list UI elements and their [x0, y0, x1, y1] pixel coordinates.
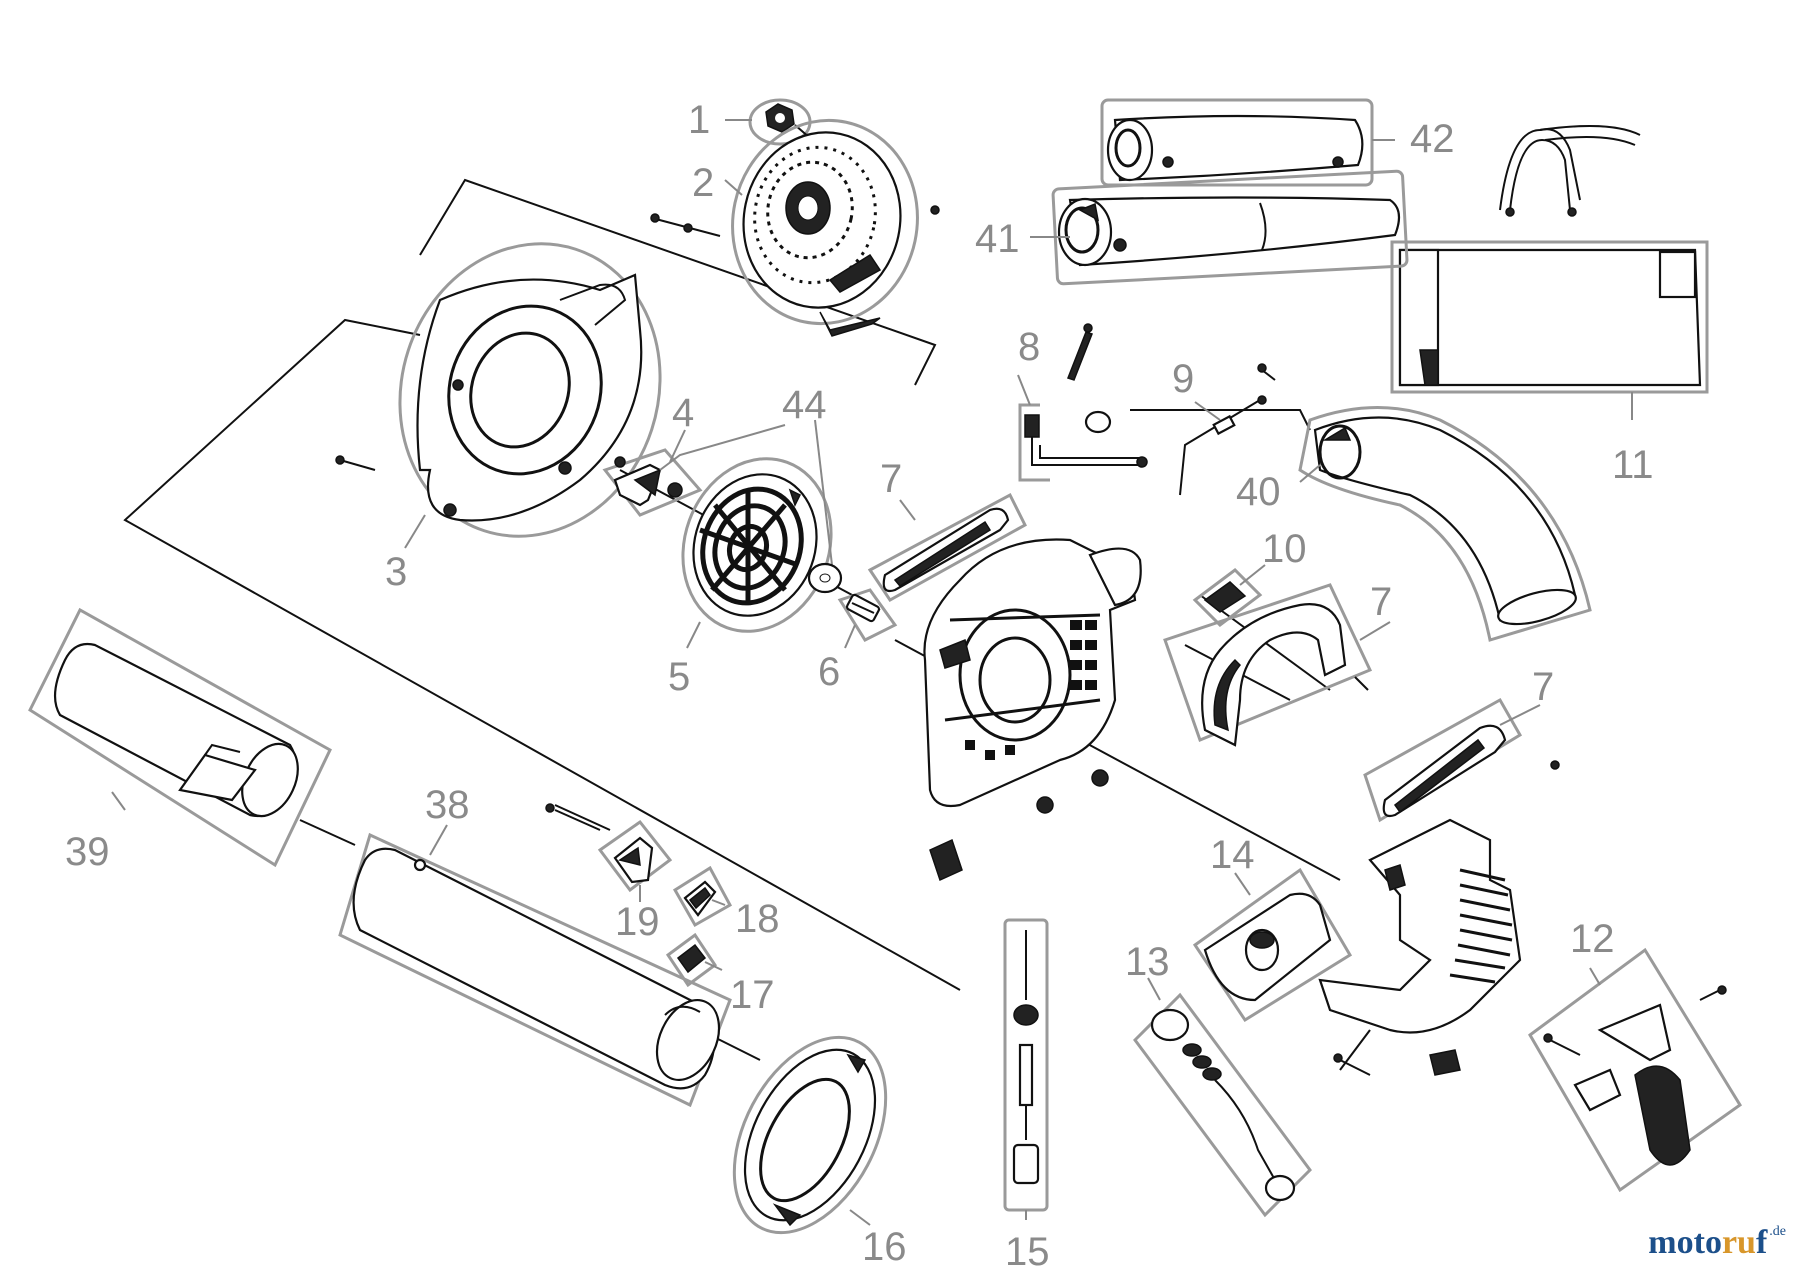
- leader-lines: [111, 119, 1633, 1226]
- label-part-42: 42: [1410, 117, 1455, 161]
- label-part-18: 18: [735, 897, 780, 941]
- label-part-7-top: 7: [880, 457, 902, 501]
- part-10-pad: [1192, 568, 1263, 627]
- part-19-clip: [545, 803, 673, 893]
- label-part-19: 19: [615, 900, 660, 944]
- label-part-1: 1: [688, 98, 710, 142]
- label-part-13: 13: [1125, 940, 1170, 984]
- part-11-collection-bag: [1390, 125, 1709, 394]
- label-part-3: 3: [385, 550, 407, 594]
- part-labels: 1 2 3 4 44 5 6 7 7 7 8 9 10 11 12 13 14 …: [65, 98, 1654, 1274]
- label-part-38: 38: [425, 783, 470, 827]
- watermark-text-2: ru: [1721, 1224, 1756, 1261]
- part-7-handle-middle: [1163, 583, 1373, 747]
- watermark-suffix: .de: [1769, 1224, 1786, 1239]
- part-2-fan-cover: [650, 118, 940, 337]
- part-7-handle-rail-top: [867, 492, 1027, 602]
- part-41-tube: [1051, 169, 1409, 286]
- watermark-text-3: f: [1755, 1224, 1768, 1261]
- site-watermark-logo: motoruf.de: [1648, 1224, 1786, 1262]
- label-part-14: 14: [1210, 833, 1255, 877]
- part-12-handle-half: [1528, 947, 1743, 1193]
- part-9-pin: [1179, 363, 1276, 496]
- part-38-main-tube: [338, 832, 732, 1108]
- part-6-bolt: [837, 588, 898, 642]
- label-part-8: 8: [1018, 325, 1040, 369]
- part-13-cap: [1133, 992, 1312, 1218]
- label-part-7-middle: 7: [1370, 580, 1392, 624]
- label-part-10: 10: [1262, 527, 1307, 571]
- part-18-latch: [672, 865, 733, 928]
- part-7-handle-rail-bottom: [1354, 676, 1560, 823]
- part-42-tube: [1100, 98, 1374, 187]
- label-part-40: 40: [1236, 470, 1281, 514]
- label-part-4: 4: [672, 391, 694, 435]
- rear-housing: [1318, 818, 1522, 1076]
- label-part-15: 15: [1005, 1230, 1050, 1272]
- part-40-elbow-tube: [1298, 406, 1592, 642]
- label-part-39: 39: [65, 830, 110, 874]
- label-part-6: 6: [818, 650, 840, 694]
- label-part-2: 2: [692, 161, 714, 205]
- label-part-7-bottom: 7: [1532, 665, 1554, 709]
- label-part-44: 44: [782, 383, 827, 427]
- label-part-16: 16: [862, 1225, 907, 1269]
- label-part-9: 9: [1172, 357, 1194, 401]
- part-44-washers: [659, 419, 843, 594]
- part-5-impeller: [681, 457, 833, 633]
- part-16-ring-adapter: [732, 1035, 888, 1235]
- label-part-41: 41: [975, 217, 1020, 261]
- part-14-cover: [1192, 867, 1353, 1023]
- watermark-text-1: moto: [1648, 1224, 1722, 1261]
- part-3-housing-cover: [335, 242, 662, 538]
- part-17-spring: [665, 932, 718, 988]
- motor-housing: [923, 538, 1142, 882]
- part-4-retainer: [602, 448, 703, 517]
- label-part-5: 5: [668, 655, 690, 699]
- label-part-17: 17: [730, 973, 775, 1017]
- label-part-12: 12: [1570, 917, 1615, 961]
- label-part-11: 11: [1612, 443, 1654, 487]
- part-39-lower-tube: [28, 607, 332, 868]
- part-15-rod: [1003, 918, 1049, 1212]
